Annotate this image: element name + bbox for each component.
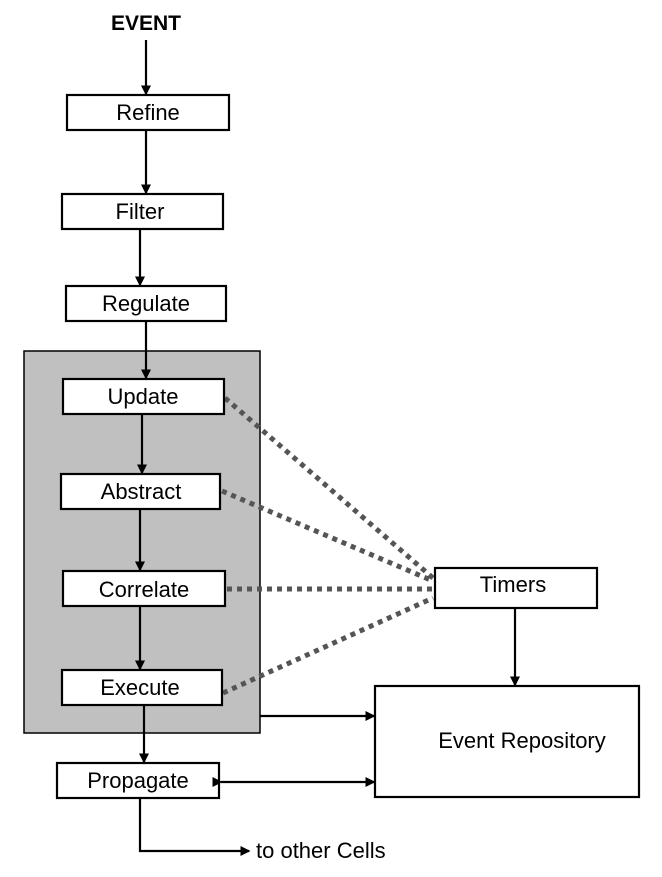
correlate-label: Correlate xyxy=(99,577,189,602)
regulate-label: Regulate xyxy=(102,291,190,316)
execute-label: Execute xyxy=(100,675,180,700)
propagate-box xyxy=(55,761,221,800)
execute-box xyxy=(60,668,224,707)
regulate-box xyxy=(64,284,228,323)
propagate-label: Propagate xyxy=(87,768,189,793)
abstract-box xyxy=(59,472,222,511)
event-label: EVENT xyxy=(111,12,181,35)
timers-label: Timers xyxy=(480,572,546,597)
abstract-timers-link xyxy=(221,488,434,584)
refine-label: Refine xyxy=(116,100,180,125)
execute-timers-link xyxy=(221,595,435,696)
timers-box xyxy=(433,566,599,610)
event-repository-label: Event Repository xyxy=(438,728,606,753)
update-label: Update xyxy=(108,384,179,409)
filter-box xyxy=(60,192,225,231)
filter-label: Filter xyxy=(116,199,165,224)
update-box xyxy=(61,377,226,416)
abstract-label: Abstract xyxy=(101,479,182,504)
event-repository-box xyxy=(373,684,641,799)
to-other-cells-label: to other Cells xyxy=(256,838,386,863)
propagate-to-other-cells-arrow xyxy=(138,798,251,856)
correlate-box xyxy=(61,569,227,608)
refine-box xyxy=(65,93,231,132)
